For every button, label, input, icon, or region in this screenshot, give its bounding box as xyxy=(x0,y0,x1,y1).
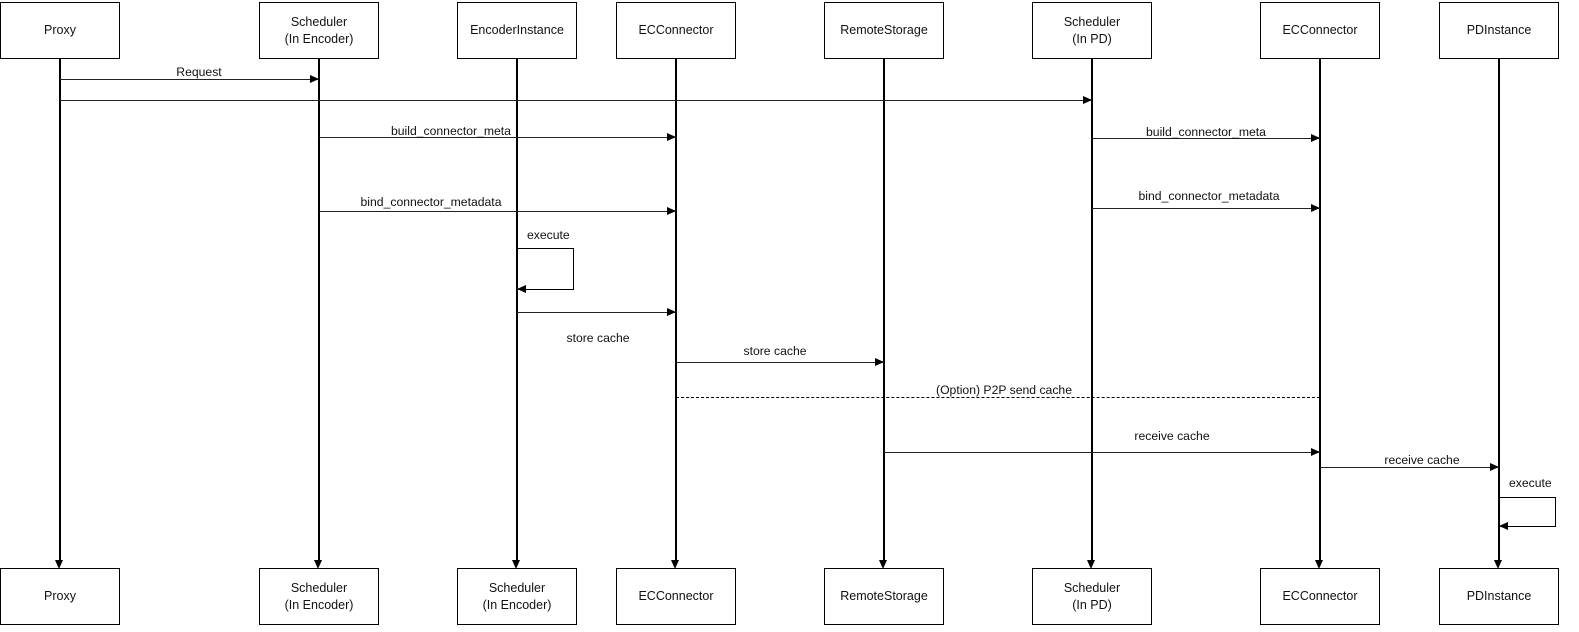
message-label-m11: receive cache xyxy=(1134,429,1210,443)
message-label-m12: receive cache xyxy=(1384,453,1460,467)
participant-label-ecconn_r: ECConnector xyxy=(1282,23,1358,38)
participant-top-box-ecconn_r: ECConnector xyxy=(1260,2,1380,59)
participant-label-encoder_inst: Scheduler (In Encoder) xyxy=(482,581,552,612)
lifeline-encoder_inst xyxy=(516,59,518,562)
participant-top-box-sched_pd: Scheduler (In PD) xyxy=(1032,2,1152,59)
participant-label-ecconn_l: ECConnector xyxy=(638,589,714,604)
participant-top-box-sched_enc: Scheduler (In Encoder) xyxy=(259,2,379,59)
message-line-m6 xyxy=(1092,208,1320,210)
self-message-arrowhead-s2 xyxy=(1499,522,1508,531)
participant-label-sched_pd: Scheduler (In PD) xyxy=(1063,15,1121,46)
self-message-arrowhead-s1 xyxy=(517,285,526,294)
lifeline-end-arrow-proxy xyxy=(55,560,64,569)
participant-label-ecconn_l: ECConnector xyxy=(638,23,714,38)
lifeline-end-arrow-sched_enc xyxy=(314,560,323,569)
message-arrowhead-m6 xyxy=(1311,204,1320,212)
message-line-m11 xyxy=(884,452,1320,454)
message-line-m3 xyxy=(319,137,676,139)
participant-label-proxy: Proxy xyxy=(44,589,76,604)
participant-label-sched_enc: Scheduler (In Encoder) xyxy=(284,581,354,612)
participant-top-box-encoder_inst: EncoderInstance xyxy=(457,2,577,59)
message-line-m4 xyxy=(1092,138,1320,140)
message-line-m9 xyxy=(676,362,884,364)
self-message-label-s2: execute xyxy=(1509,476,1552,490)
participant-bottom-box-ecconn_r: ECConnector xyxy=(1260,568,1380,625)
participant-bottom-box-sched_enc: Scheduler (In Encoder) xyxy=(259,568,379,625)
participant-label-sched_pd: Scheduler (In PD) xyxy=(1063,581,1121,612)
participant-bottom-box-encoder_inst: Scheduler (In Encoder) xyxy=(457,568,577,625)
lifeline-end-arrow-encoder_inst xyxy=(512,560,521,569)
message-arrowhead-m12 xyxy=(1490,463,1499,471)
participant-top-box-pd_inst: PDInstance xyxy=(1439,2,1559,59)
message-line-m12 xyxy=(1320,467,1499,469)
lifeline-end-arrow-sched_pd xyxy=(1087,560,1096,569)
self-message-loop-s2 xyxy=(1499,497,1556,527)
lifeline-proxy xyxy=(59,59,61,562)
message-arrowhead-m11 xyxy=(1311,448,1320,456)
message-line-m10 xyxy=(676,397,1320,398)
lifeline-sched_enc xyxy=(318,59,320,562)
message-arrowhead-m3 xyxy=(667,133,676,141)
lifeline-end-arrow-ecconn_l xyxy=(671,560,680,569)
participant-label-pd_inst: PDInstance xyxy=(1466,589,1532,604)
message-label-m6: bind_connector_metadata xyxy=(1138,189,1280,203)
participant-label-sched_enc: Scheduler (In Encoder) xyxy=(284,15,354,46)
message-line-m5 xyxy=(319,211,676,213)
message-arrowhead-m8 xyxy=(667,308,676,316)
participant-bottom-box-ecconn_l: ECConnector xyxy=(616,568,736,625)
message-label-m8: store cache xyxy=(566,331,630,345)
lifeline-remote xyxy=(883,59,885,562)
message-line-m2 xyxy=(60,100,1092,102)
participant-top-box-proxy: Proxy xyxy=(0,2,120,59)
lifeline-end-arrow-pd_inst xyxy=(1494,560,1503,569)
participant-label-remote: RemoteStorage xyxy=(840,589,928,604)
participant-label-remote: RemoteStorage xyxy=(840,23,928,38)
self-message-loop-s1 xyxy=(517,248,574,290)
message-arrowhead-m2 xyxy=(1083,96,1092,104)
participant-label-ecconn_r: ECConnector xyxy=(1282,589,1358,604)
message-label-m9: store cache xyxy=(743,344,807,358)
lifeline-end-arrow-remote xyxy=(879,560,888,569)
lifeline-end-arrow-ecconn_r xyxy=(1315,560,1324,569)
message-label-m5: bind_connector_metadata xyxy=(360,195,502,209)
lifeline-sched_pd xyxy=(1091,59,1093,562)
message-label-m4: build_connector_meta xyxy=(1146,125,1266,139)
lifeline-pd_inst xyxy=(1498,59,1500,562)
message-line-m1 xyxy=(60,79,319,81)
message-label-m3: build_connector_meta xyxy=(391,124,511,138)
lifeline-ecconn_r xyxy=(1319,59,1321,562)
self-message-label-s1: execute xyxy=(527,228,570,242)
message-arrowhead-m4 xyxy=(1311,134,1320,142)
message-label-m1: Request xyxy=(176,65,222,79)
participant-label-pd_inst: PDInstance xyxy=(1466,23,1532,38)
message-arrowhead-m5 xyxy=(667,207,676,215)
participant-label-proxy: Proxy xyxy=(44,23,76,38)
message-arrowhead-m9 xyxy=(875,358,884,366)
message-label-m10: (Option) P2P send cache xyxy=(936,383,1072,397)
participant-bottom-box-pd_inst: PDInstance xyxy=(1439,568,1559,625)
participant-label-encoder_inst: EncoderInstance xyxy=(470,23,564,38)
message-line-m8 xyxy=(517,312,676,314)
participant-top-box-ecconn_l: ECConnector xyxy=(616,2,736,59)
participant-bottom-box-remote: RemoteStorage xyxy=(824,568,944,625)
participant-top-box-remote: RemoteStorage xyxy=(824,2,944,59)
message-arrowhead-m1 xyxy=(310,75,319,83)
participant-bottom-box-sched_pd: Scheduler (In PD) xyxy=(1032,568,1152,625)
participant-bottom-box-proxy: Proxy xyxy=(0,568,120,625)
